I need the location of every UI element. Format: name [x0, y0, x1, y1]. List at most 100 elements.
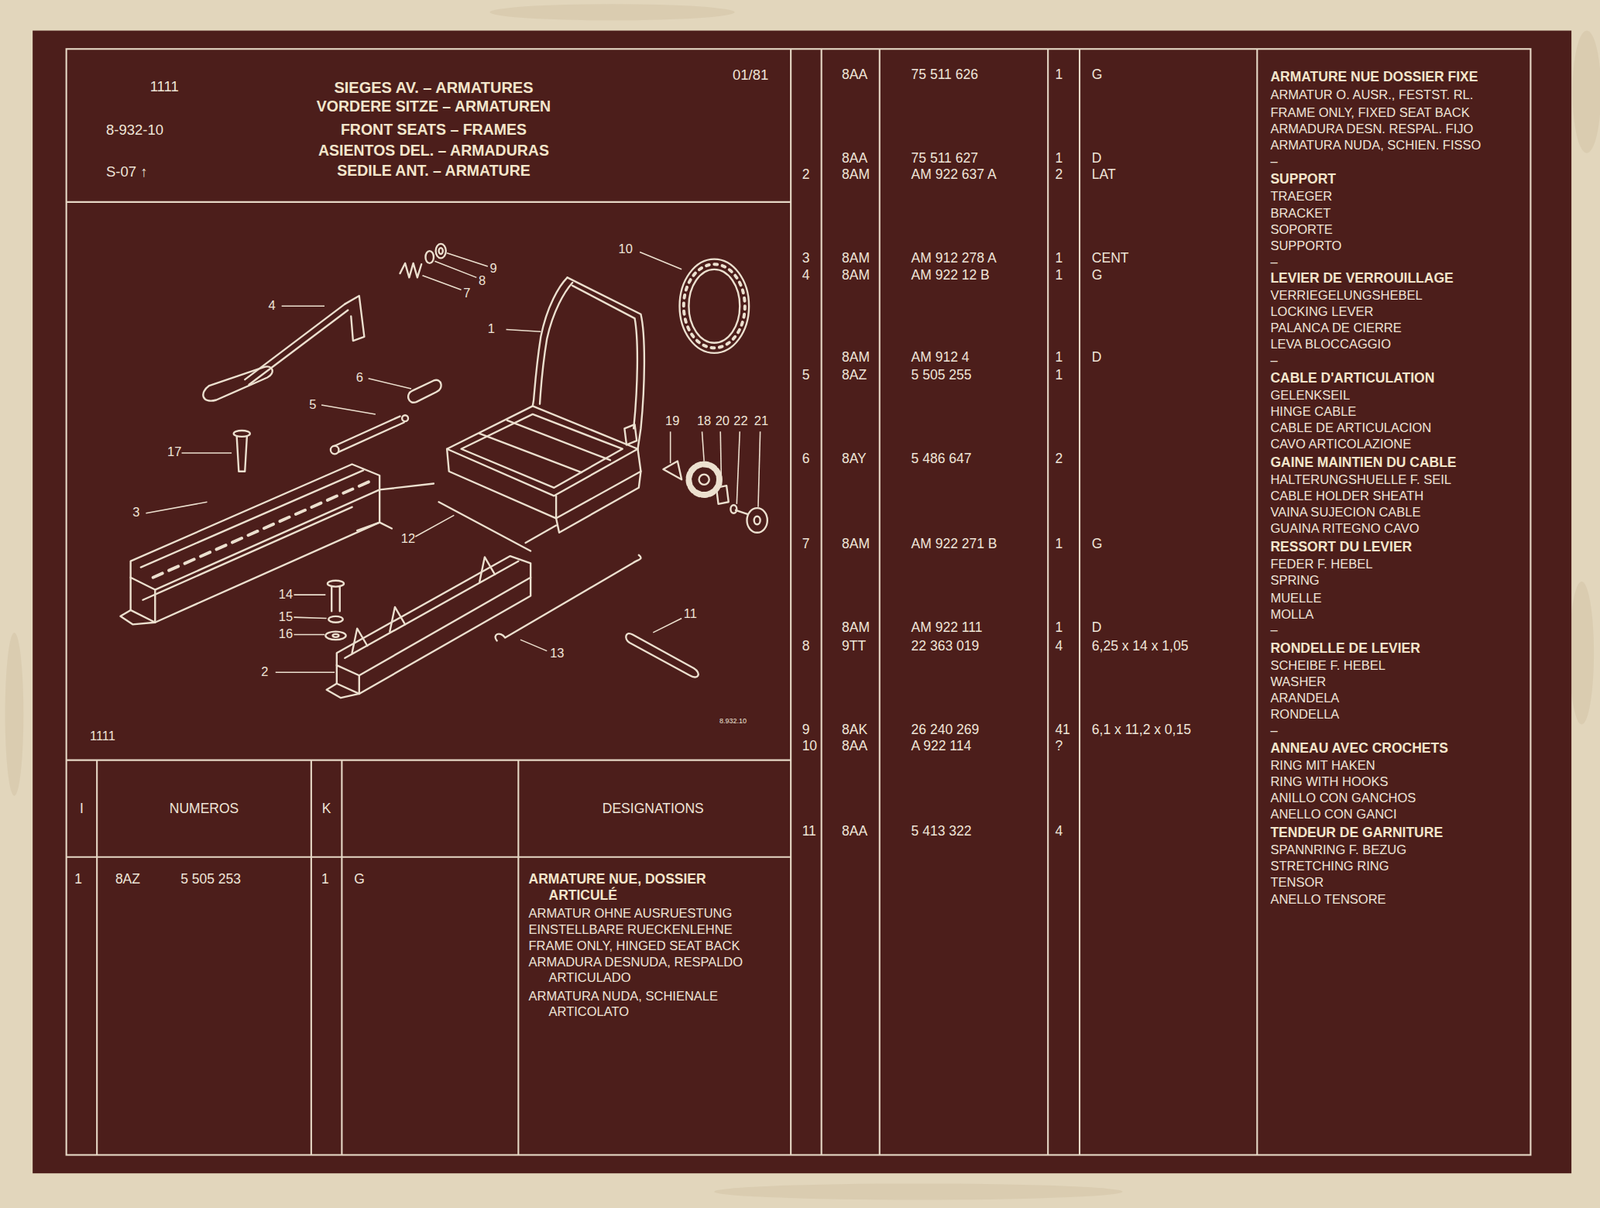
table-cell: 1: [74, 871, 83, 888]
table-cell: 4: [1054, 823, 1063, 840]
table-cell: ?: [1054, 738, 1063, 755]
title-line: SIEGES AV. – ARMATURES: [333, 78, 533, 97]
table-cell: 1: [321, 871, 330, 888]
header-code: S-07 ↑: [106, 163, 148, 181]
table-cell: 8AA: [841, 823, 868, 840]
designation-text: ARMATUR O. AUSR., FESTST. RL.: [1270, 87, 1473, 104]
designation-heading: ARMATURE NUE, DOSSIER ARTICULÉ: [528, 871, 762, 904]
column-header: DESIGNATIONS: [602, 800, 704, 818]
table-cell: G: [1091, 267, 1103, 284]
table-cell: 1: [1054, 367, 1063, 384]
table-cell: 8AM: [841, 349, 870, 366]
designation-text: ARMADURA DESN. RESPAL. FIJO: [1270, 121, 1473, 138]
table-cell: 8AM: [841, 535, 870, 553]
designation-text: HINGE CABLE: [1270, 404, 1357, 420]
title-line: VORDERE SITZE – ARMATUREN: [316, 97, 551, 116]
table-cell: 8AA: [841, 66, 868, 83]
designation-text: VERRIEGELUNGSHEBEL: [1270, 288, 1422, 304]
callout-number: 13: [549, 645, 564, 662]
table-cell: 5: [802, 367, 811, 384]
designation-text: SOPORTE: [1270, 222, 1333, 238]
table-cell: 41: [1054, 721, 1070, 739]
designation-text: EINSTELLBARE RUECKENLEHNE: [528, 922, 733, 938]
designation-text: ARMATURA NUDA, SCHIEN. FISSO: [1270, 137, 1481, 154]
designation-text: GUAINA RITEGNO CAVO: [1270, 521, 1419, 537]
callout-number: 18: [696, 413, 711, 430]
callout-number: 12: [401, 531, 416, 547]
table-cell: AM 922 111: [911, 619, 983, 636]
designation-text: RONDELLA: [1270, 707, 1340, 723]
designation-text: CABLE HOLDER SHEATH: [1270, 488, 1424, 505]
designation-heading: ANNEAU AVEC CROCHETS: [1270, 740, 1448, 757]
table-cell: AM 922 271 B: [911, 535, 998, 553]
designation-text: ARMATURA NUDA, SCHIENALE ARTICOLATO: [528, 988, 785, 1020]
callout-number: 21: [754, 413, 769, 430]
table-cell: 8AM: [841, 166, 870, 183]
table-cell: 8AM: [841, 619, 870, 636]
table-cell: 75 511 626: [911, 66, 979, 83]
table-cell: 10: [802, 738, 818, 755]
table-cell: 4: [802, 267, 811, 284]
designation-text: MOLLA: [1270, 607, 1314, 623]
header-code: 01/81: [732, 66, 769, 84]
callout-number: 20: [715, 413, 730, 430]
table-cell: 6,1 x 11,2 x 0,15: [1091, 721, 1192, 739]
designation-text: TENSOR: [1270, 875, 1324, 891]
table-cell: 1: [1054, 267, 1063, 284]
table-cell: 1: [1054, 535, 1063, 553]
table-cell: 8AM: [841, 267, 870, 284]
title-line: ASIENTOS DEL. – ARMADURAS: [318, 141, 550, 160]
title-line: FRONT SEATS – FRAMES: [340, 120, 527, 139]
callout-number: 22: [733, 413, 748, 430]
table-cell: 8AZ: [841, 367, 867, 384]
table-cell: 5 486 647: [911, 450, 972, 467]
designation-text: –: [1270, 622, 1278, 639]
column-header: NUMEROS: [169, 800, 239, 818]
callout-number: 3: [132, 504, 140, 521]
table-cell: 3: [802, 250, 811, 267]
table-cell: 1: [1054, 150, 1063, 167]
table-cell: 22 363 019: [911, 638, 980, 655]
designation-text: STRETCHING RING: [1270, 858, 1389, 875]
column-header: K: [322, 800, 332, 818]
callout-number: 19: [665, 413, 680, 430]
designation-text: –: [1270, 254, 1278, 271]
table-cell: 1: [1054, 250, 1063, 267]
designation-heading: TENDEUR DE GARNITURE: [1270, 824, 1443, 842]
table-cell: 4: [1054, 638, 1063, 655]
table-cell: 8AK: [841, 721, 868, 739]
designation-heading: LEVIER DE VERROUILLAGE: [1270, 270, 1453, 287]
designation-text: –: [1270, 353, 1278, 369]
designation-heading: RONDELLE DE LEVIER: [1270, 640, 1421, 657]
table-cell: 5 505 255: [911, 367, 972, 384]
designation-text: –: [1270, 723, 1278, 739]
table-cell: 6: [802, 450, 811, 467]
designation-text: FRAME ONLY, HINGED SEAT BACK: [528, 938, 741, 955]
designation-text: ARMADURA DESNUDA, RESPALDO ARTICULADO: [528, 954, 785, 986]
designation-heading: RESSORT DU LEVIER: [1270, 539, 1412, 556]
header-code: 8-932-10: [106, 121, 164, 139]
designation-text: SCHEIBE F. HEBEL: [1270, 658, 1386, 674]
table-cell: 5 505 253: [180, 871, 241, 888]
table-cell: D: [1091, 349, 1103, 366]
table-cell: 8AZ: [115, 871, 141, 888]
callout-number: 15: [278, 609, 293, 625]
designation-text: SUPPORTO: [1270, 238, 1342, 255]
table-cell: G: [1091, 66, 1103, 83]
table-cell: 8AM: [841, 250, 870, 267]
callout-number: 17: [167, 444, 182, 461]
table-cell: 5 413 322: [911, 823, 972, 840]
table-cell: G: [1091, 535, 1103, 553]
designation-text: WASHER: [1270, 674, 1326, 691]
designation-text: ANELLO TENSORE: [1270, 892, 1386, 908]
callout-number: 1: [487, 321, 495, 337]
column-header: I: [79, 800, 84, 818]
designation-text: ANILLO CON GANCHOS: [1270, 790, 1416, 807]
callout-number: 8: [478, 273, 486, 289]
table-cell: AM 922 12 B: [911, 267, 990, 284]
table-cell: 2: [1054, 450, 1063, 467]
designation-text: GELENKSEIL: [1270, 387, 1350, 404]
callout-number: 6: [356, 370, 364, 386]
